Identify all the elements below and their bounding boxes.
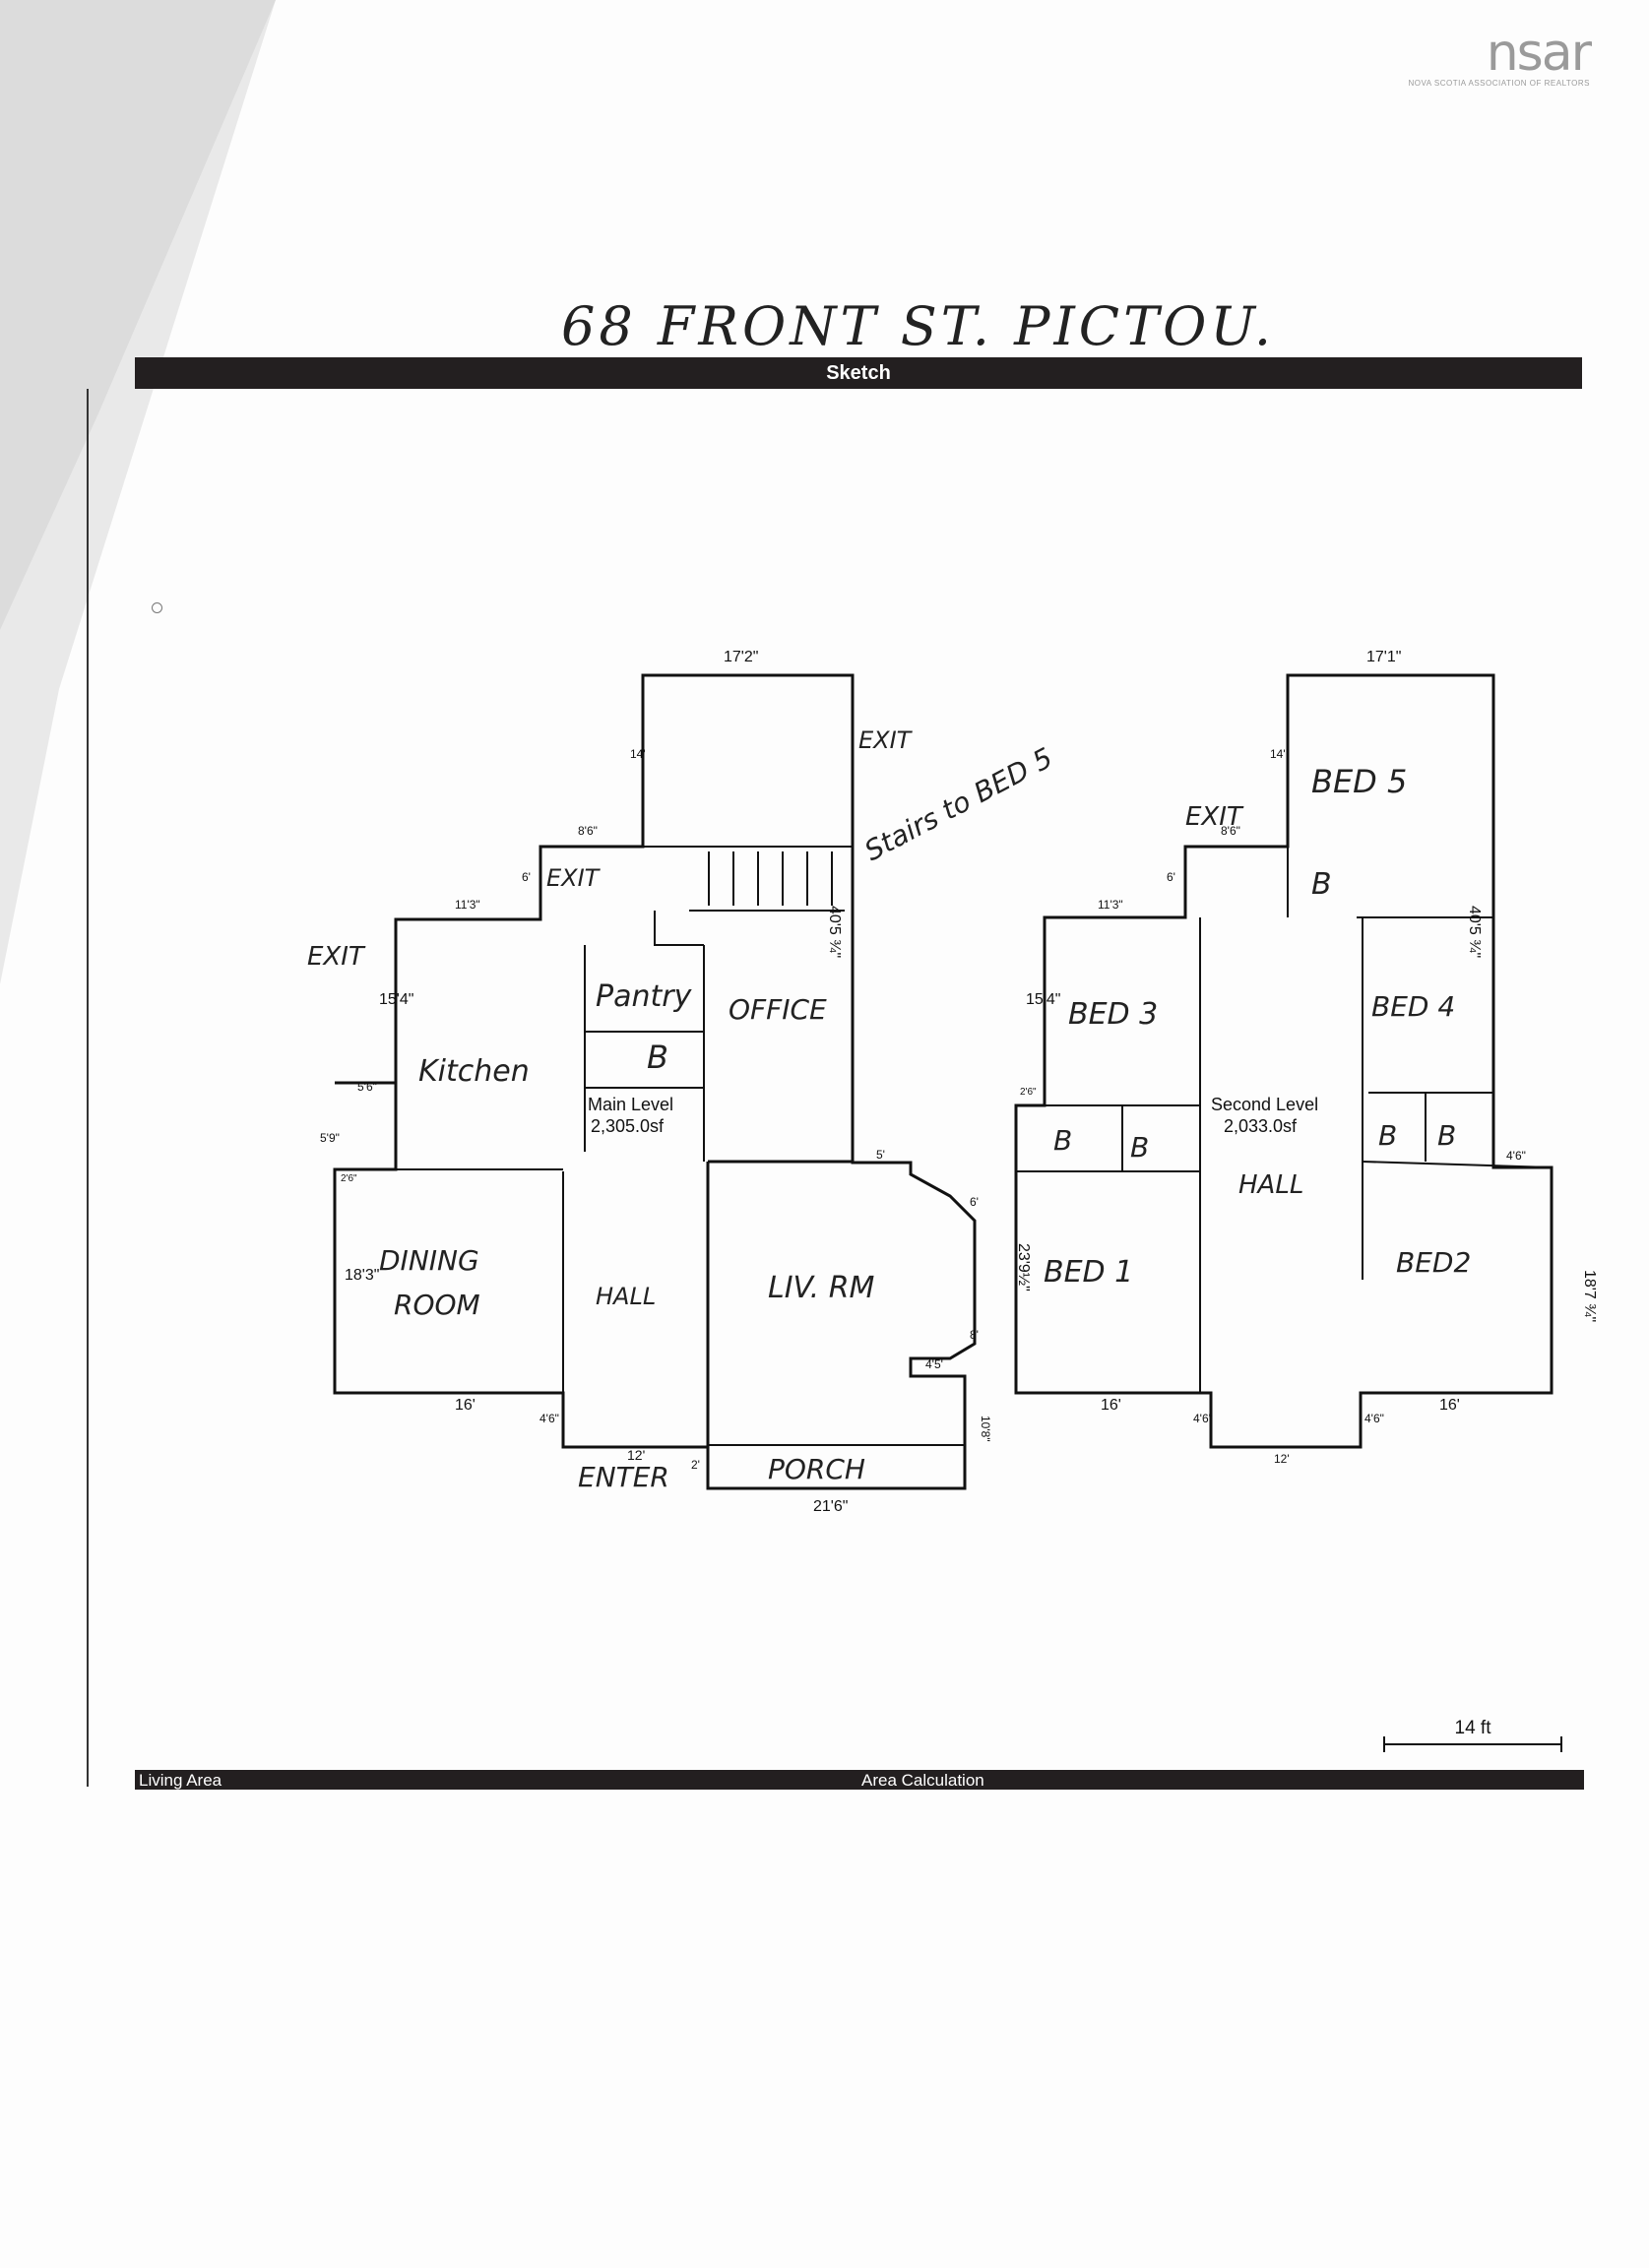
punch-hole-mark [152, 602, 162, 613]
room-label-bed5: BED 5 [1311, 763, 1407, 800]
room-label-bath-a: B [1053, 1124, 1072, 1157]
room-label-room: ROOM [394, 1289, 480, 1321]
room-label-bath: B [647, 1039, 668, 1076]
sketch-header-label: Sketch [826, 362, 891, 384]
main-dim: 5' [876, 1148, 885, 1162]
room-label-hall: HALL [1238, 1170, 1303, 1200]
main-dim: 4'5' [925, 1357, 943, 1371]
second-dim-total-height: 40'5 ¾" [1466, 906, 1483, 958]
note-exit-northeast: EXIT [858, 726, 914, 754]
main-dim: 14' [630, 747, 646, 761]
logo-subtitle: NOVA SCOTIA ASSOCIATION OF REALTORS [1408, 79, 1590, 88]
main-level-label: Main Level [588, 1095, 673, 1114]
room-label-bed2: BED2 [1396, 1246, 1471, 1279]
second-dim: 4'6" [1364, 1412, 1384, 1425]
main-level-area: 2,305.0sf [591, 1116, 665, 1136]
room-label-pantry: Pantry [596, 979, 693, 1014]
second-dim: 4'6" [1193, 1412, 1213, 1425]
second-dim: 2'6" [1020, 1087, 1037, 1098]
second-dim: 12' [1274, 1452, 1290, 1466]
scale-line [1383, 1736, 1562, 1752]
second-dim-bed2-height: 18'7 ¾" [1581, 1270, 1598, 1322]
second-level-area: 2,033.0sf [1224, 1116, 1298, 1136]
sketch-header-bar: Sketch [135, 357, 1582, 389]
second-dim-east-width: 16' [1439, 1397, 1460, 1414]
main-dim: 6' [522, 870, 531, 884]
main-dim-bay: 23'9½" [1015, 1243, 1032, 1292]
room-label-dining: DINING [379, 1244, 479, 1277]
main-dim: 8'6" [578, 824, 598, 838]
scale-label: 14 ft [1454, 1718, 1491, 1738]
living-area-label: Living Area [139, 1771, 222, 1790]
room-label-living-room: LIV. RM [768, 1271, 875, 1305]
area-calculation-label: Area Calculation [861, 1771, 984, 1790]
note-exit-west: EXIT [307, 942, 366, 972]
room-label-hall: HALL [596, 1283, 656, 1310]
room-label-office: OFFICE [729, 993, 827, 1026]
main-dim: 12' [627, 1447, 645, 1463]
scale-bar: 14 ft [1383, 1718, 1562, 1752]
main-dim: 4'6" [539, 1412, 559, 1425]
note-exit-second: EXIT [1185, 802, 1244, 832]
stairs-symbol [643, 846, 853, 912]
note-stairs-to-bed5: Stairs to BED 5 [859, 741, 1058, 867]
handwritten-address-title: 68 FRONT ST. PICTOU. [561, 295, 1276, 357]
frame-left-border [87, 389, 89, 1787]
room-label-bed3: BED 3 [1068, 997, 1158, 1032]
main-dim: 2'6" [341, 1173, 357, 1184]
area-calculation-bar: Living Area Area Calculation [135, 1770, 1584, 1790]
logo-mark: nsar [1486, 24, 1592, 83]
note-exit-north: EXIT [546, 864, 602, 892]
room-label-bath-b: B [1130, 1131, 1149, 1164]
main-dim: 10'8" [979, 1416, 992, 1442]
main-dim-top: 17'2" [724, 649, 758, 665]
paper-fold-shadow [0, 0, 276, 984]
room-label-bed1: BED 1 [1044, 1255, 1133, 1290]
note-enter: ENTER [578, 1461, 669, 1493]
second-dim: 11'3" [1098, 898, 1123, 912]
main-dim-kitchen-height: 15'4" [379, 991, 413, 1008]
second-level-label: Second Level [1211, 1095, 1318, 1114]
second-dim-bed3-height: 15'4" [1026, 991, 1060, 1008]
main-dim: 6' [970, 1195, 979, 1209]
second-level-outline [1014, 673, 1554, 1449]
main-interior-wall [654, 911, 704, 946]
room-label-bed4: BED 4 [1371, 990, 1455, 1023]
nsar-logo: nsar NOVA SCOTIA ASSOCIATION OF REALTORS [1408, 24, 1592, 89]
main-dim: 5'9" [320, 1131, 340, 1145]
main-dim-porch-width: 21'6" [813, 1498, 848, 1515]
main-dim-dining-height: 18'3" [345, 1267, 379, 1284]
main-dim-total-height: 40'5 ¾" [826, 906, 843, 958]
main-dim: 5'6" [357, 1080, 377, 1094]
room-label-bath-d: B [1437, 1119, 1456, 1152]
second-dim: 4'6" [1506, 1149, 1526, 1163]
main-dim: 2' [691, 1458, 700, 1472]
main-dim: 8' [970, 1328, 979, 1342]
second-dim-west-width: 16' [1101, 1397, 1121, 1414]
second-dim: 8'6" [1221, 824, 1240, 838]
room-label-porch: PORCH [768, 1453, 865, 1485]
room-label-bath-c: B [1378, 1119, 1397, 1152]
second-interior-wall [1362, 1161, 1553, 1168]
second-dim-top: 17'1" [1366, 649, 1401, 665]
second-dim: 6' [1167, 870, 1175, 884]
second-dim: 14' [1270, 747, 1286, 761]
main-dim: 11'3" [455, 898, 480, 912]
room-label-kitchen: Kitchen [418, 1054, 530, 1089]
room-label-bath-north: B [1311, 867, 1332, 902]
main-dim-dining-width: 16' [455, 1397, 476, 1414]
main-level-outline [333, 673, 977, 1490]
